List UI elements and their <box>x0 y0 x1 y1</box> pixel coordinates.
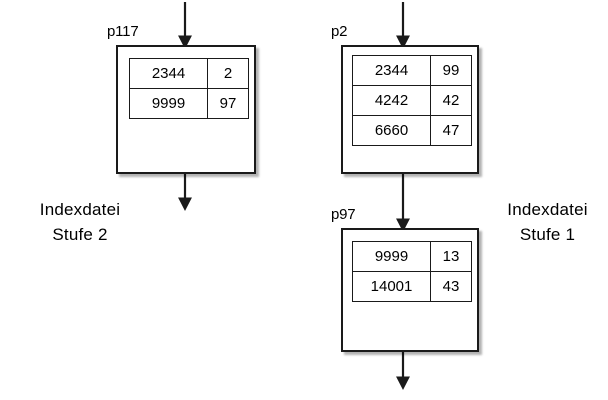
pointer-cell: 2 <box>207 58 249 89</box>
key-cell: 6660 <box>352 115 431 146</box>
key-cell: 14001 <box>352 271 431 302</box>
table-row: 4242 42 <box>352 85 472 116</box>
pointer-cell: 42 <box>430 85 472 116</box>
pointer-cell: 13 <box>430 241 472 272</box>
caption-right: Indexdatei Stufe 1 <box>490 198 605 247</box>
pointer-cell: 99 <box>430 55 472 86</box>
caption-right-line2: Stufe 1 <box>519 224 576 244</box>
node-label-p2: p2 <box>331 23 348 40</box>
kv-table-p2: 2344 99 4242 42 6660 47 <box>352 55 472 146</box>
kv-table-p117: 2344 2 9999 97 <box>129 58 249 119</box>
key-cell: 4242 <box>352 85 431 116</box>
pointer-cell: 47 <box>430 115 472 146</box>
pointer-cell: 43 <box>430 271 472 302</box>
node-label-p117: p117 <box>107 23 139 40</box>
page-box-p2[interactable]: 2344 99 4242 42 6660 47 <box>341 45 479 174</box>
table-row: 9999 97 <box>129 88 249 119</box>
caption-right-line1: Indexdatei <box>507 200 588 219</box>
pointer-cell: 97 <box>207 88 249 119</box>
table-row: 6660 47 <box>352 115 472 146</box>
kv-table-p97: 9999 13 14001 43 <box>352 241 472 302</box>
table-row: 2344 99 <box>352 55 472 86</box>
key-cell: 2344 <box>352 55 431 86</box>
table-row: 9999 13 <box>352 241 472 272</box>
table-row: 2344 2 <box>129 58 249 89</box>
page-box-p97[interactable]: 9999 13 14001 43 <box>341 228 479 352</box>
key-cell: 9999 <box>352 241 431 272</box>
node-label-p97: p97 <box>331 206 356 223</box>
page-box-p117[interactable]: 2344 2 9999 97 <box>116 45 256 174</box>
table-row: 14001 43 <box>352 271 472 302</box>
key-cell: 9999 <box>129 88 208 119</box>
caption-left: Indexdatei Stufe 2 <box>15 198 145 247</box>
key-cell: 2344 <box>129 58 208 89</box>
caption-left-line1: Indexdatei <box>39 200 121 219</box>
caption-left-line2: Stufe 2 <box>52 224 108 244</box>
